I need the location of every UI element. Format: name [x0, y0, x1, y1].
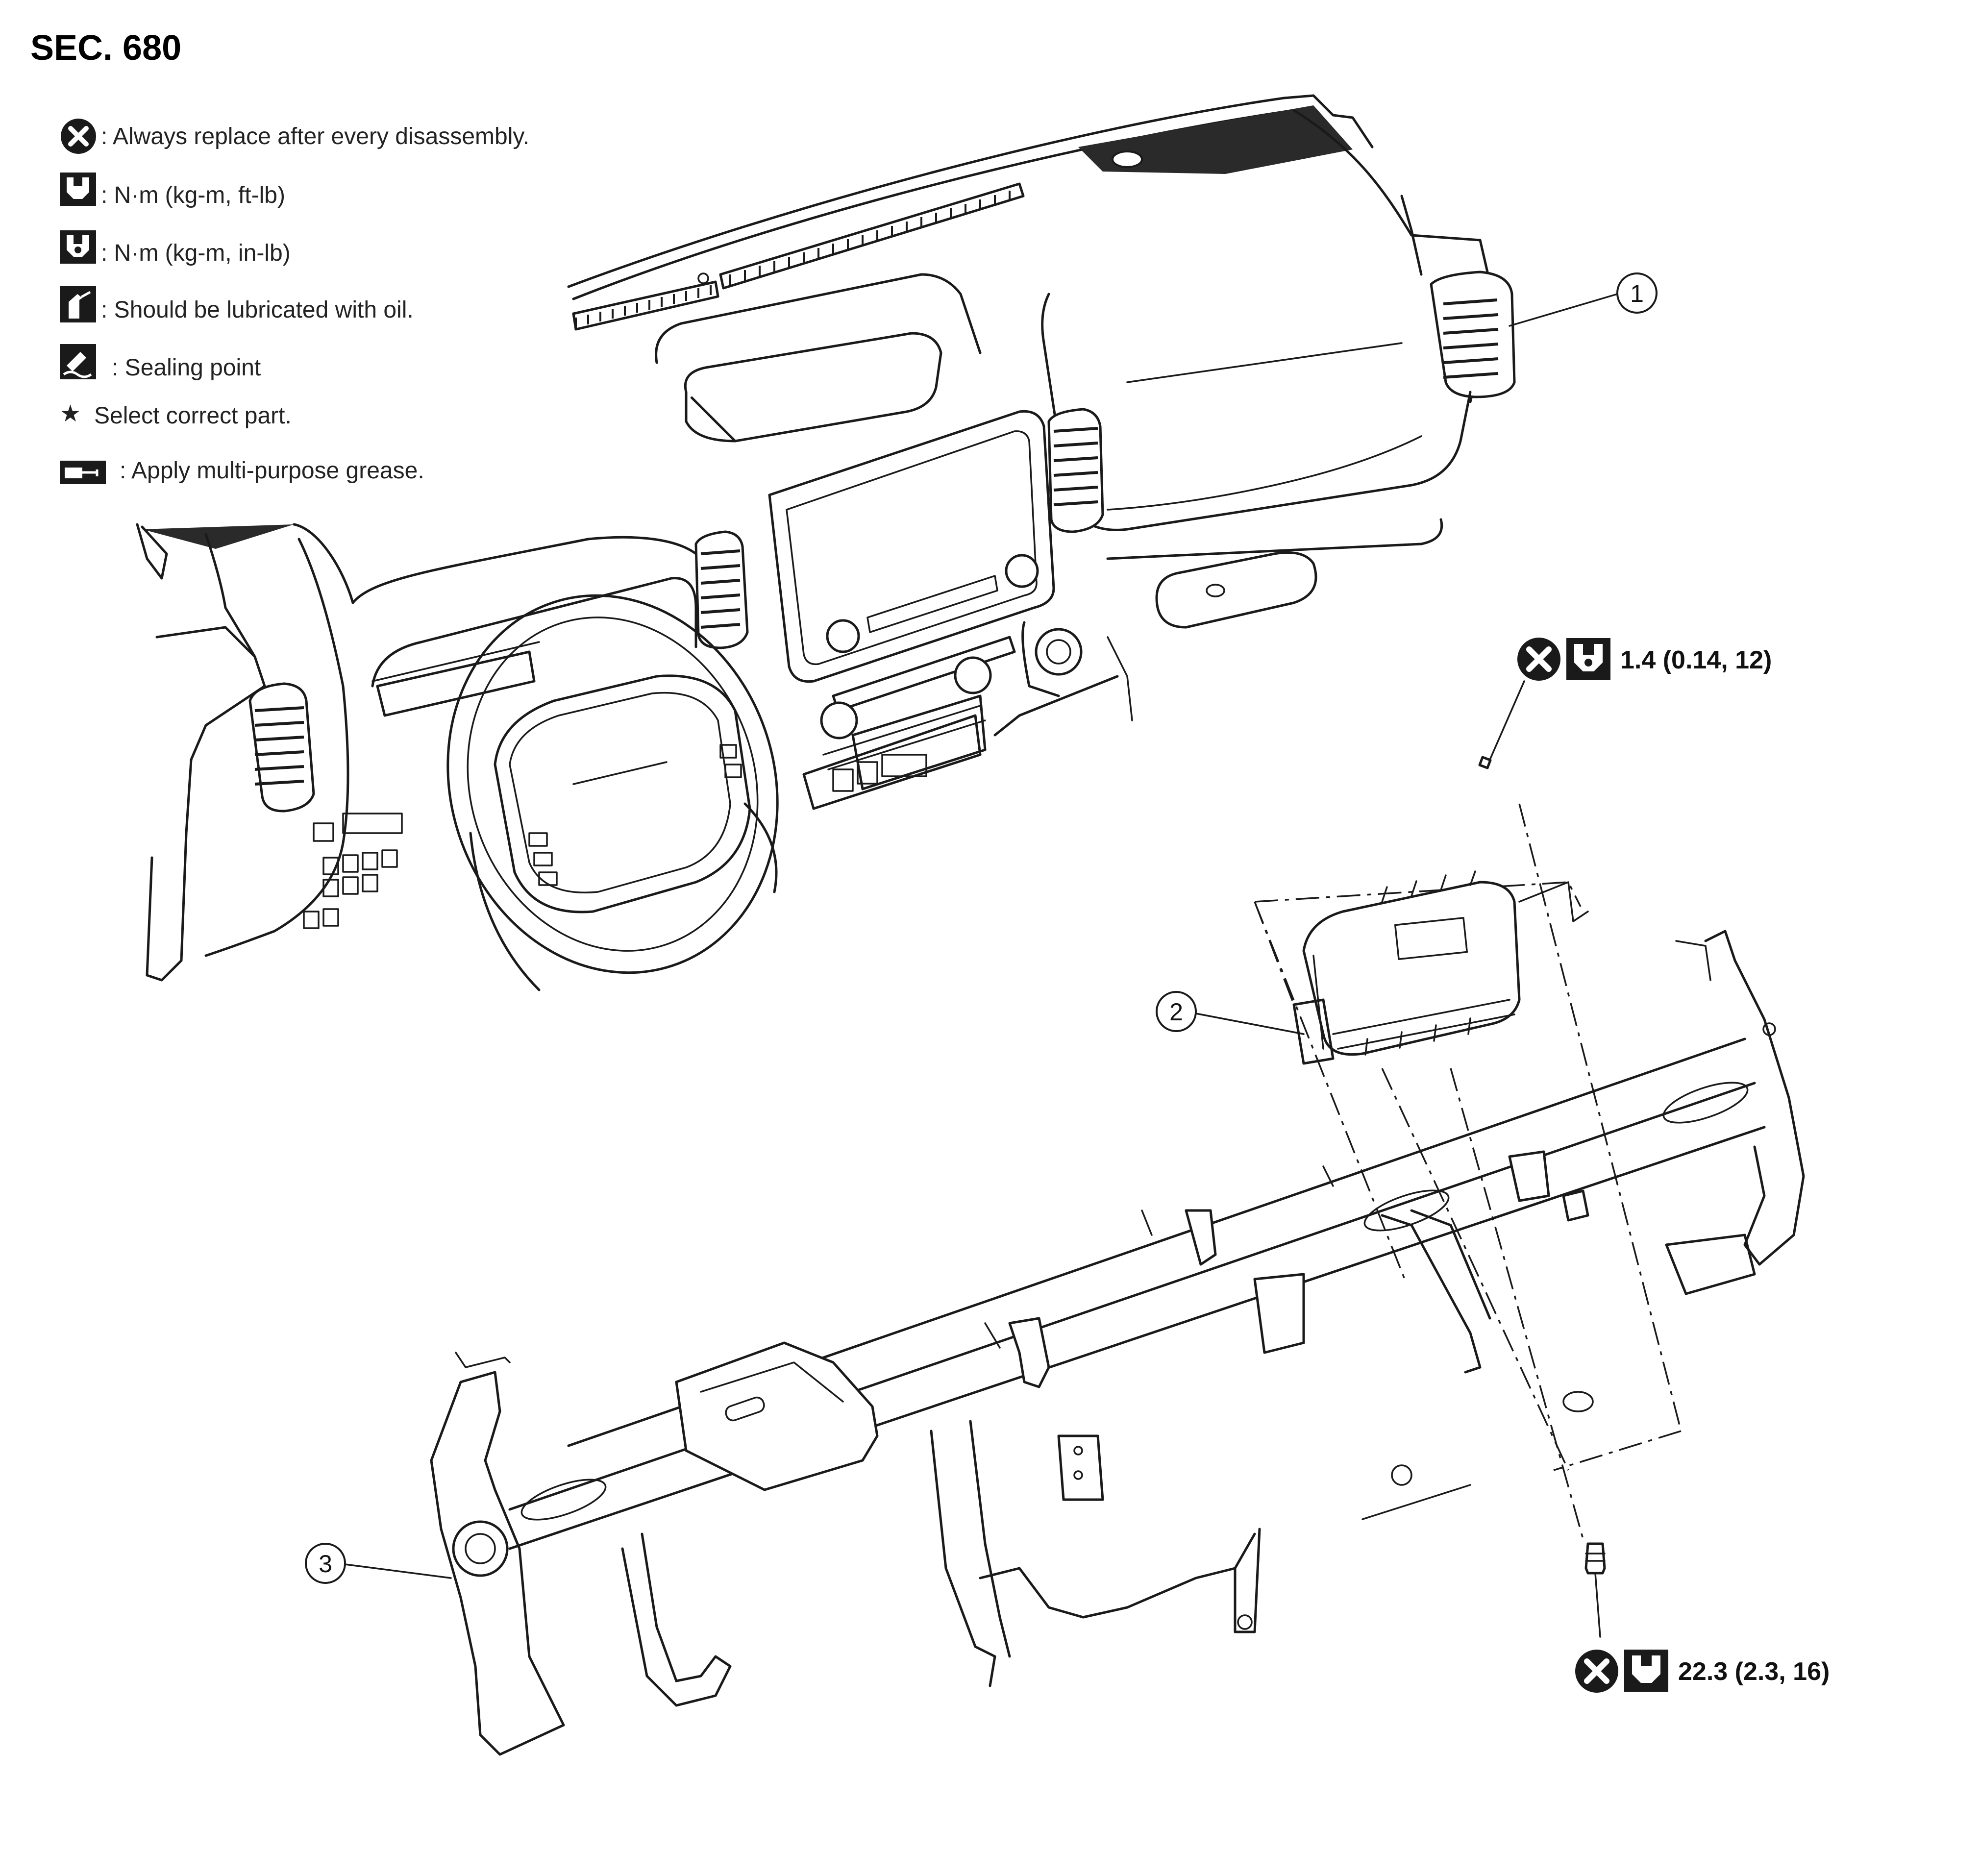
torque-wrench-inlb-icon	[1566, 638, 1610, 680]
sealant-icon	[60, 344, 96, 379]
x-circle-icon	[61, 119, 96, 154]
torque-value-1: 1.4 (0.14, 12)	[1620, 646, 1772, 674]
callout-2: 2	[1156, 991, 1305, 1035]
steering-member-drawing	[430, 930, 1805, 1756]
torque-value-2: 22.3 (2.3, 16)	[1678, 1657, 1830, 1686]
oil-can-icon	[60, 286, 96, 322]
x-circle-icon	[1517, 638, 1560, 681]
right-air-vent	[1430, 271, 1516, 398]
steering-wheel	[446, 594, 779, 991]
center-air-vent-left	[694, 530, 749, 649]
torque-wrench-inlb-icon	[60, 230, 96, 264]
legend-text-inlb: : N·m (kg-m, in-lb)	[101, 240, 291, 266]
grease-gun-icon	[60, 461, 106, 484]
legend-text-sealing: : Sealing point	[112, 355, 261, 381]
legend-text-ftlb: : N·m (kg-m, ft-lb)	[101, 182, 285, 208]
left-air-vent	[248, 682, 315, 813]
center-display	[768, 410, 1055, 683]
x-circle-icon	[1575, 1650, 1618, 1693]
legend-text-select: Select correct part.	[94, 403, 292, 429]
torque-spec-2: 22.3 (2.3, 16)	[1575, 1650, 1830, 1693]
instrument-panel-drawing	[136, 94, 1516, 991]
section-title: SEC. 680	[30, 28, 181, 68]
torque-wrench-ftlb-icon	[60, 173, 96, 206]
legend-text-replace: : Always replace after every disassembly…	[101, 123, 529, 149]
torque-wrench-ftlb-icon	[1624, 1650, 1668, 1692]
legend-text-grease: : Apply multi-purpose grease.	[120, 458, 424, 484]
star-icon: ★	[60, 401, 81, 427]
defroster-grille	[572, 182, 1025, 331]
legend: : Always replace after every disassembly…	[60, 119, 529, 484]
callout-number-3: 3	[319, 1550, 332, 1578]
air-bag-module-drawing	[1254, 680, 1682, 1638]
legend-text-oil: : Should be lubricated with oil.	[101, 297, 414, 323]
callout-3: 3	[305, 1543, 452, 1584]
torque-spec-1: 1.4 (0.14, 12)	[1517, 638, 1772, 681]
callout-1: 1	[1509, 272, 1658, 327]
callout-number-1: 1	[1630, 280, 1644, 307]
center-air-vent-right	[1047, 408, 1104, 533]
callout-number-2: 2	[1169, 998, 1183, 1026]
